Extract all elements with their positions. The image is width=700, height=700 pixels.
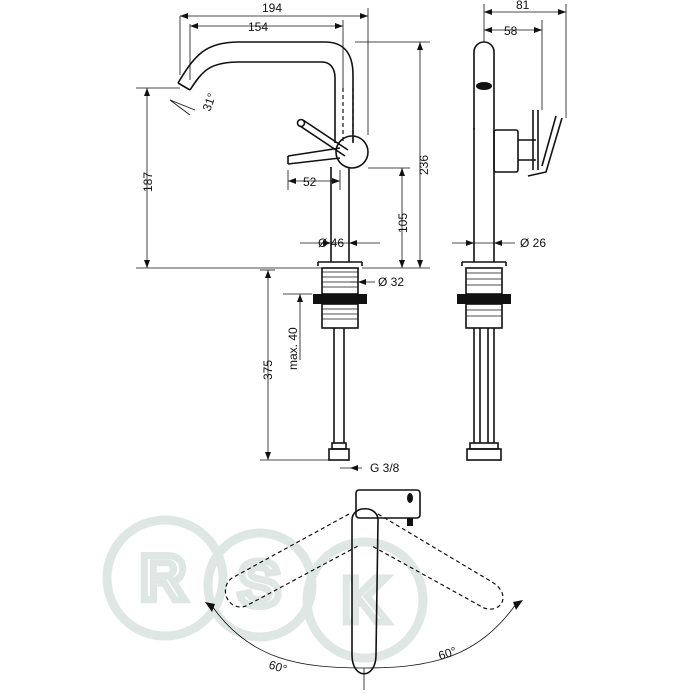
dim-swivel-left: 60° [267, 658, 289, 677]
dim-side-depth: 81 [516, 0, 530, 12]
dim-side-offset: 58 [504, 24, 518, 38]
dim-handle-height: 105 [396, 213, 410, 233]
dim-body-diameter: Ø 46 [318, 236, 344, 250]
dim-hose-length: 375 [261, 360, 275, 380]
svg-text:R: R [140, 542, 186, 614]
dim-thread-diameter: Ø 32 [378, 275, 404, 289]
dim-swivel-right: 60° [437, 644, 459, 663]
svg-text:K: K [342, 564, 388, 636]
dim-handle-offset: 52 [303, 175, 317, 189]
side-view [457, 41, 563, 461]
dim-max-thickness: max. 40 [286, 327, 300, 370]
rsk-watermark: R S K [102, 515, 428, 663]
top-view: 60° 60° [205, 489, 523, 690]
dim-total-width: 194 [262, 1, 282, 15]
dim-connection: G 3/8 [370, 461, 400, 475]
dim-side-diameter: Ø 26 [520, 236, 546, 250]
dim-height-to-spout: 187 [141, 172, 155, 192]
side-dimensions: 81 58 Ø 26 [452, 0, 567, 250]
dim-spout-angle: 31° [200, 91, 219, 113]
svg-text:S: S [238, 548, 281, 620]
dim-total-height: 236 [417, 155, 431, 175]
front-view [177, 41, 369, 461]
dim-reach: 154 [248, 20, 268, 34]
front-dimension-labels: 194 154 31° 187 236 105 52 Ø 46 Ø 32 max… [141, 1, 431, 475]
front-dimensions [136, 8, 430, 471]
